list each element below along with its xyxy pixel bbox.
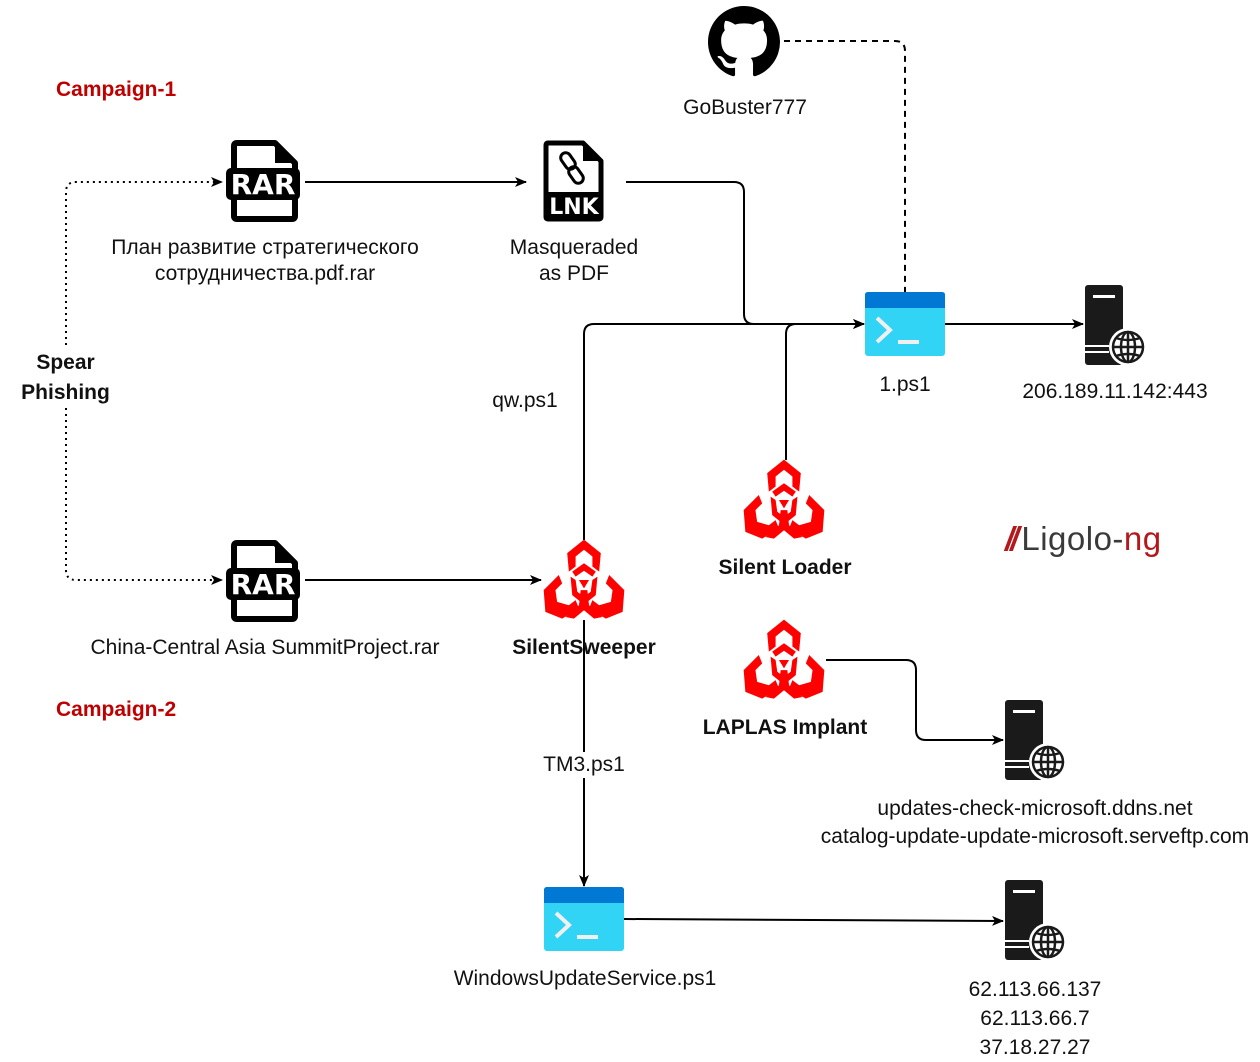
biohazard-malware-icon: [543, 539, 625, 619]
ligolo-ng-logo: //Ligolo-ng: [1005, 520, 1162, 558]
web-server-icon: [1005, 700, 1067, 780]
biohazard-malware-icon: [743, 459, 825, 539]
server2-label-line2: catalog-update-update-microsoft.serveftp…: [820, 825, 1250, 848]
rar-file-icon: RAR: [226, 140, 300, 222]
web-server-icon: [1005, 880, 1067, 960]
svg-text:LNK: LNK: [549, 195, 599, 220]
silent-loader-label: Silent Loader: [718, 556, 852, 579]
biohazard-malware-icon: [743, 619, 825, 699]
svg-text:RAR: RAR: [231, 568, 296, 601]
ligolo-main-text: Ligolo-: [1021, 520, 1124, 557]
server2-label-line1: updates-check-microsoft.ddns.net: [877, 797, 1193, 820]
edge-laplas-to-server2: [826, 659, 1004, 745]
campaign-2-label: Campaign-2: [56, 698, 177, 721]
edge-loader-to-ps1: [785, 323, 864, 460]
spear-phishing-label: Spear Phishing: [8, 348, 123, 408]
edge-label-qw: qw.ps1: [492, 389, 558, 412]
edge-github-to-ps1: [784, 40, 906, 292]
server3-label-line3: 37.18.27.27: [979, 1036, 1091, 1059]
edge-phish-to-rar2: [65, 408, 223, 585]
globe-icon: [1111, 330, 1145, 364]
globe-icon: [1031, 925, 1065, 959]
edge-label-tm3: TM3.ps1: [534, 752, 634, 778]
globe-icon: [1031, 745, 1065, 779]
lnk-label-line2: as PDF: [538, 262, 609, 285]
rar-file-icon: RAR: [226, 540, 300, 622]
server1-label: 206.189.11.142:443: [1022, 380, 1208, 403]
edge-wus-to-server3: [623, 915, 1004, 926]
lnk-label: Masqueraded as PDF: [474, 235, 674, 287]
edge-phish-to-rar1: [65, 177, 223, 345]
server3-label: 62.113.66.137 62.113.66.7 37.18.27.27: [935, 975, 1135, 1062]
laplas-implant-label: LAPLAS Implant: [702, 716, 868, 739]
rar1-label: План развитие стратегического сотрудниче…: [60, 235, 470, 287]
powershell-script-icon: [865, 292, 945, 356]
spear-phishing-line2: Phishing: [21, 381, 110, 404]
server3-label-line1: 62.113.66.137: [968, 978, 1102, 1001]
lnk-file-icon: LNK: [543, 140, 604, 222]
github-user-label: GoBuster777: [683, 96, 807, 119]
web-server-icon: [1085, 285, 1147, 365]
silent-sweeper-label: SilentSweeper: [512, 636, 656, 659]
campaign-1-label: Campaign-1: [56, 78, 177, 101]
edge-sweeper-to-ps1: [583, 319, 865, 540]
server2-label: updates-check-microsoft.ddns.net catalog…: [800, 795, 1260, 851]
rar1-label-line1: План развитие стратегического: [111, 236, 419, 259]
wus-label: WindowsUpdateService.ps1: [453, 967, 717, 990]
chain-link-icon: [559, 151, 585, 185]
spear-phishing-line1: Spear: [36, 351, 95, 374]
ps1-label: 1.ps1: [879, 373, 931, 396]
ligolo-slash: //: [1005, 520, 1019, 557]
powershell-script-icon: [544, 887, 624, 951]
ligolo-accent-text: ng: [1123, 520, 1162, 557]
rar1-label-line2: сотрудничества.pdf.rar: [154, 262, 376, 285]
rar2-label: China-Central Asia SummitProject.rar: [90, 636, 440, 659]
github-icon: [708, 6, 780, 77]
svg-text:RAR: RAR: [231, 168, 296, 201]
server3-label-line2: 62.113.66.7: [980, 1007, 1090, 1030]
lnk-label-line1: Masqueraded: [509, 236, 639, 259]
